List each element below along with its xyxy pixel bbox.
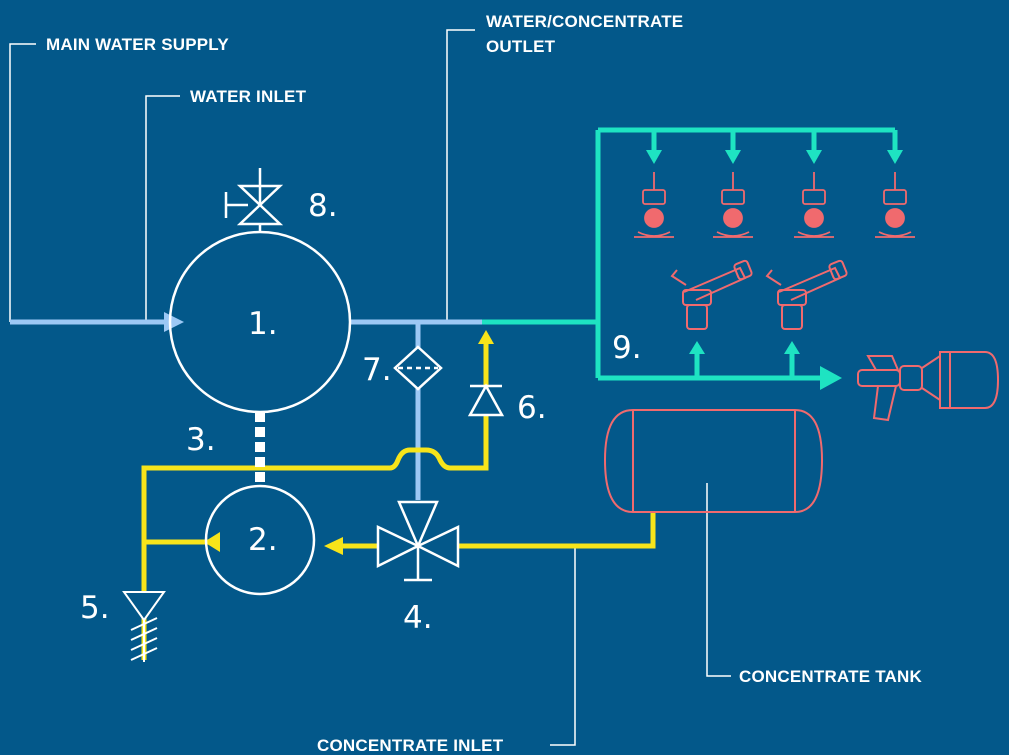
foam-lines <box>482 127 898 381</box>
strainer-icon <box>393 345 443 391</box>
bladder-tank <box>204 484 316 596</box>
number-1: 1. <box>248 306 278 342</box>
concentrate-lines <box>141 340 656 660</box>
monitor-arrow-icon <box>689 341 705 354</box>
sprinkler-icon <box>875 172 915 238</box>
label-concentrate-tank: CONCENTRATE TANK <box>739 667 922 686</box>
number-6: 6. <box>517 390 547 426</box>
tank-to-valve-pipe <box>457 512 656 549</box>
number-3: 3. <box>186 422 216 458</box>
monitor-icons <box>670 259 848 330</box>
leader-outlet <box>446 29 475 322</box>
number-7: 7. <box>362 352 392 388</box>
sprinkler-icon <box>634 172 674 238</box>
leader-concentrate-inlet <box>550 546 576 746</box>
foam-monitor-icon <box>670 259 753 330</box>
foam-monitor-icon <box>765 259 848 330</box>
bladder-inlet-arrow-icon <box>204 532 220 552</box>
concentrate-arrow-icon <box>324 537 343 555</box>
label-concentrate-inlet: CONCENTRATE INLET <box>317 736 504 755</box>
label-outlet-line2: OUTLET <box>486 37 556 56</box>
sprinkler-icon <box>713 172 753 238</box>
sprinkler-arrow-icon <box>806 150 822 164</box>
labels: MAIN WATER SUPPLY WATER INLET WATER/CONC… <box>46 12 922 755</box>
number-8: 8. <box>308 188 338 224</box>
bladder-drain-loop <box>141 340 489 660</box>
leader-water-inlet <box>145 95 180 322</box>
water-inlet-arrow-icon <box>164 312 184 332</box>
foam-arrows <box>646 150 903 390</box>
label-outlet-line1: WATER/CONCENTRATE <box>486 12 683 31</box>
drain-icon <box>122 591 166 662</box>
label-water-inlet: WATER INLET <box>190 87 307 106</box>
sprinkler-arrow-icon <box>646 150 662 164</box>
branchpipe-arrow-icon <box>820 366 842 390</box>
vent-valve-icon <box>224 168 284 232</box>
sprinkler-arrow-icon <box>725 150 741 164</box>
monitor-arrow-icon <box>784 341 800 354</box>
label-main-water-supply: MAIN WATER SUPPLY <box>46 35 229 54</box>
number-9: 9. <box>612 330 642 366</box>
water-lines <box>10 312 482 500</box>
number-4: 4. <box>403 600 433 636</box>
number-5: 5. <box>80 590 110 626</box>
sprinkler-icon <box>794 172 834 238</box>
three-way-valve-icon <box>376 500 460 582</box>
outlet-arrow-icon <box>478 330 494 344</box>
number-2: 2. <box>248 522 278 558</box>
component-numbers: 1. 2. 3. 4. 5. 6. 7. 8. 9. <box>80 188 642 636</box>
leader-lines <box>9 29 731 746</box>
leader-main-water-supply <box>9 43 36 322</box>
check-valve-icon <box>467 383 505 417</box>
concentrate-tank-icon <box>603 409 824 513</box>
leader-concentrate-tank <box>706 483 731 677</box>
sprinkler-icons <box>634 172 915 238</box>
foam-branchpipe-icon <box>857 351 1000 422</box>
concentrate-arrows <box>204 330 494 555</box>
sprinkler-arrow-icon <box>887 150 903 164</box>
